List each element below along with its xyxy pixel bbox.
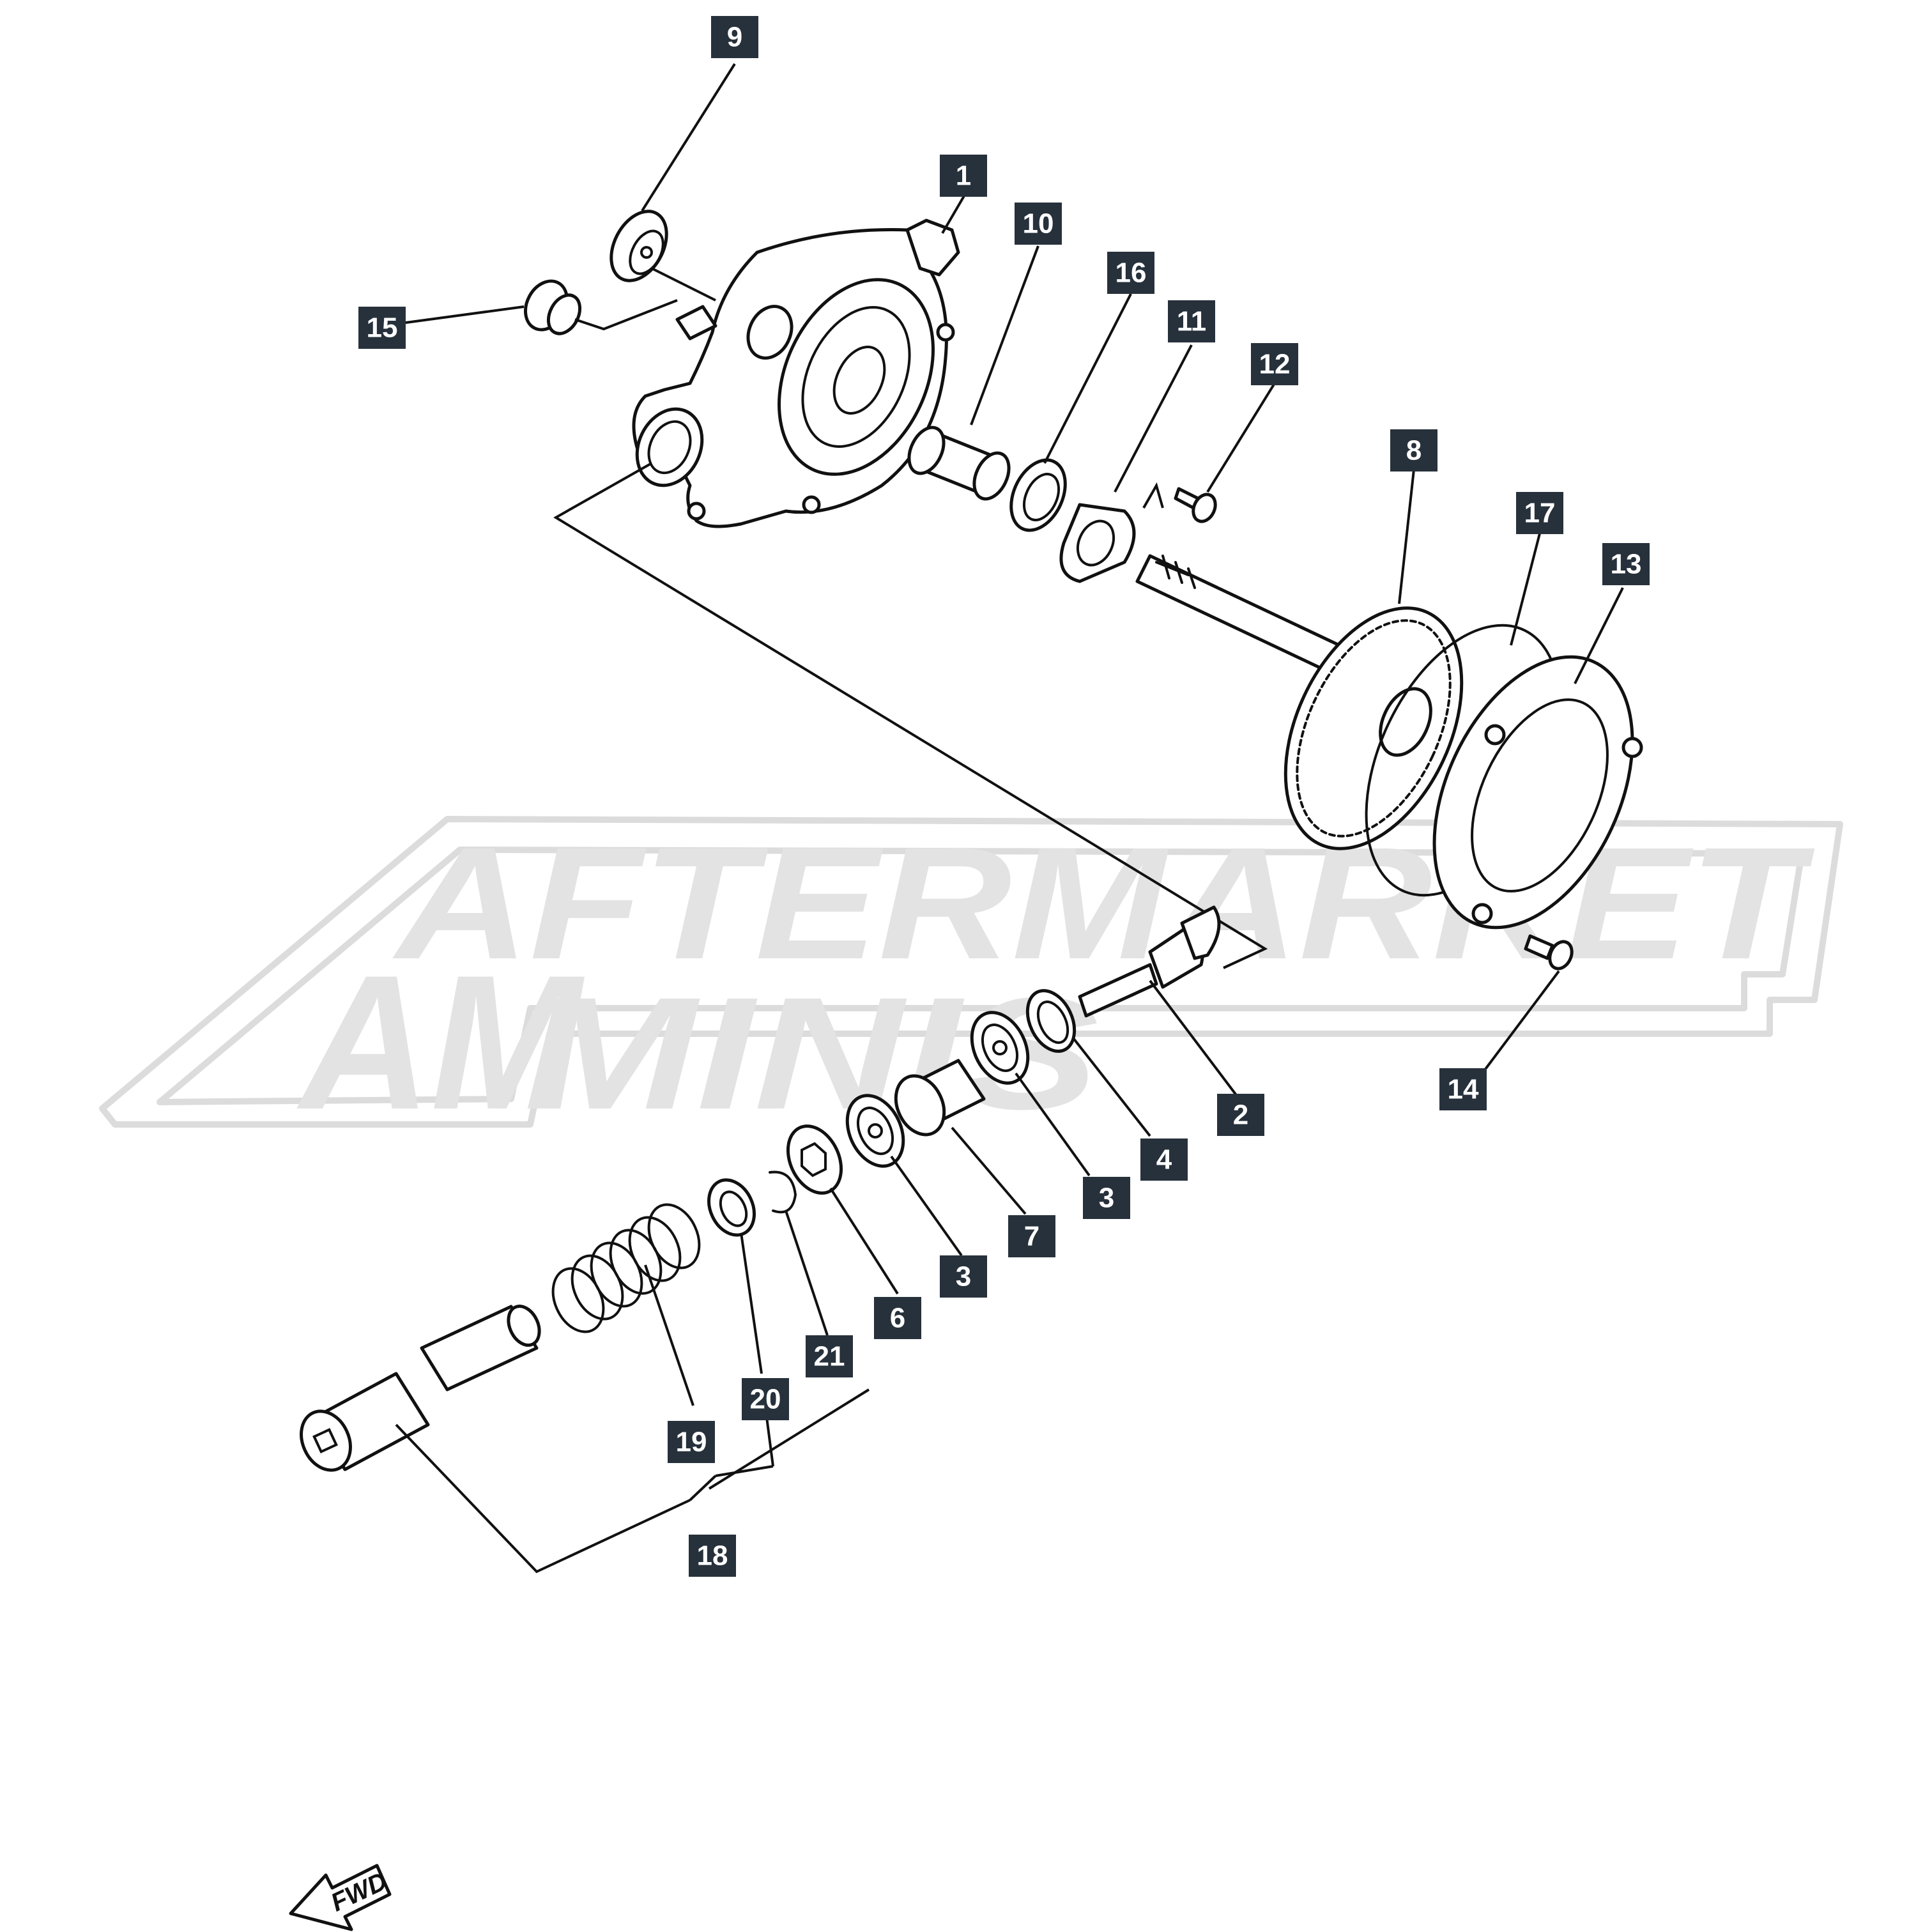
callout-8: 8	[1390, 429, 1438, 471]
callout-19: 19	[668, 1421, 715, 1463]
part-8-shaft-sprocket	[1135, 554, 1464, 850]
svg-text:1: 1	[956, 160, 971, 192]
part-12-bolt	[1174, 487, 1217, 523]
svg-text:11: 11	[1177, 306, 1207, 337]
callout-2: 2	[1217, 1094, 1264, 1136]
part-9-15-guide	[574, 267, 716, 331]
svg-text:17: 17	[1524, 498, 1556, 529]
part-7-collar	[894, 1059, 986, 1137]
part-9-bearing	[610, 210, 668, 282]
part-14-screw	[1524, 934, 1574, 970]
svg-text:3: 3	[956, 1261, 971, 1292]
part-20-washer	[707, 1178, 756, 1237]
callout-6: 6	[874, 1297, 921, 1339]
callout-14: 14	[1439, 1068, 1487, 1110]
svg-text:14: 14	[1448, 1074, 1479, 1105]
part-12-guide	[1142, 482, 1164, 509]
callout-11: 11	[1168, 300, 1215, 342]
part-1-housing	[632, 218, 960, 528]
svg-text:12: 12	[1259, 349, 1291, 380]
part-10-collar	[907, 425, 1011, 501]
fwd-direction-arrow: FWD	[289, 1864, 392, 1931]
housing-to-pinion-guide	[553, 462, 1268, 969]
svg-text:6: 6	[890, 1303, 905, 1334]
svg-text:20: 20	[750, 1384, 781, 1415]
callout-21: 21	[806, 1335, 853, 1377]
callout-16: 16	[1107, 252, 1154, 294]
part-3-bearing-lower	[845, 1094, 905, 1168]
part-15-bush	[524, 279, 582, 335]
svg-text:10: 10	[1023, 208, 1054, 240]
callout-10: 10	[1015, 203, 1062, 245]
svg-text:18: 18	[697, 1540, 728, 1572]
callout-1: 1	[940, 155, 987, 197]
part-19-spring	[551, 1203, 701, 1333]
callout-3: 3	[940, 1255, 987, 1298]
svg-text:19: 19	[676, 1427, 707, 1458]
svg-text:8: 8	[1406, 435, 1422, 466]
callout-15: 15	[358, 307, 406, 349]
part-18-adjuster-rod	[300, 1305, 541, 1472]
callout-13: 13	[1602, 543, 1650, 585]
callout-17: 17	[1516, 492, 1563, 534]
callout-4: 4	[1140, 1138, 1188, 1181]
callout-20: 20	[742, 1378, 789, 1420]
svg-text:13: 13	[1611, 549, 1642, 580]
svg-text:16: 16	[1116, 257, 1147, 289]
svg-text:4: 4	[1156, 1144, 1172, 1176]
svg-text:7: 7	[1024, 1221, 1039, 1252]
svg-text:2: 2	[1233, 1100, 1248, 1131]
part-16-bearing	[1009, 458, 1067, 532]
callout-12: 12	[1251, 343, 1298, 385]
part-4-washer	[1025, 989, 1077, 1053]
leader-lines	[395, 63, 1624, 1574]
svg-text:9: 9	[727, 22, 742, 53]
svg-text:21: 21	[814, 1341, 845, 1372]
part-2-pinion	[1078, 905, 1221, 1018]
svg-text:3: 3	[1099, 1183, 1114, 1214]
watermark-monogram: AM	[295, 935, 586, 1149]
part-21-circlip	[769, 1170, 797, 1214]
part-6-nut	[786, 1124, 843, 1195]
part-3-bearing-upper	[970, 1011, 1030, 1085]
callout-3: 3	[1083, 1177, 1130, 1219]
part-11-plate	[1059, 503, 1136, 583]
callout-18: 18	[689, 1535, 736, 1577]
callout-7: 7	[1008, 1215, 1055, 1257]
callout-9: 9	[711, 16, 758, 58]
part-13-cover	[1432, 655, 1643, 930]
svg-text:15: 15	[367, 312, 398, 344]
